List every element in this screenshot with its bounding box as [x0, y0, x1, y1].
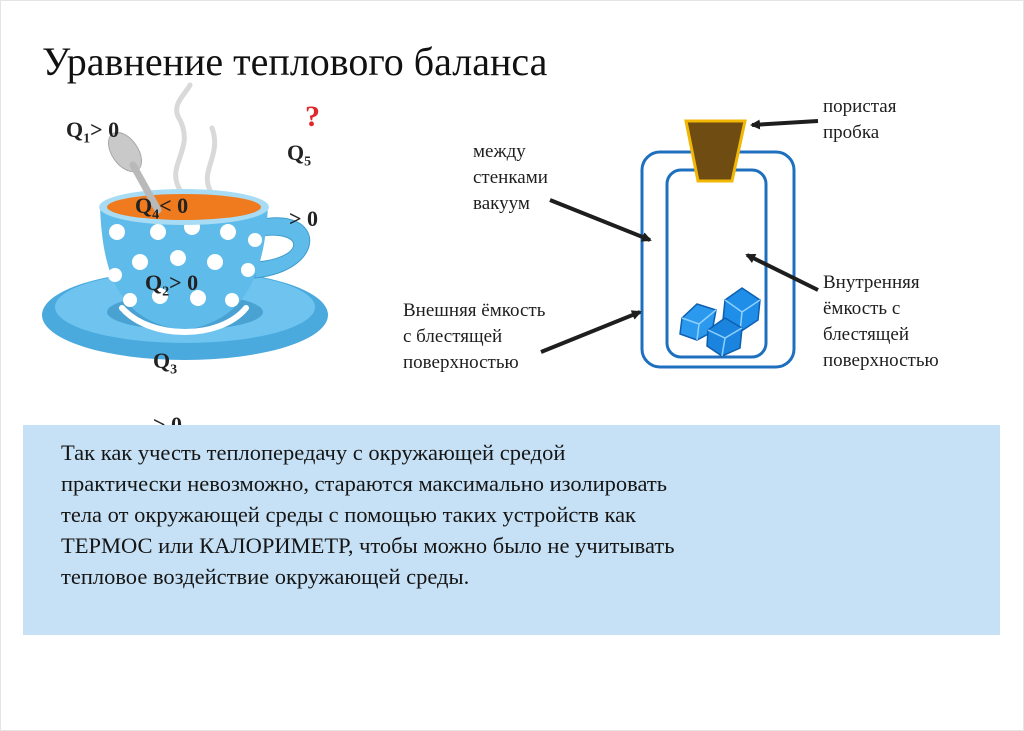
spoon-icon — [107, 131, 162, 214]
porous-plug — [684, 119, 747, 183]
q5-relation: > 0 — [289, 206, 319, 231]
ice-cubes-icon — [679, 287, 761, 357]
q5-label: Q5 — [287, 140, 312, 170]
q4-label: Q4< 0 — [135, 193, 189, 223]
label-porous-plug: пористая пробка — [823, 96, 897, 143]
label-outer-vessel: Внешняя ёмкость с блестящей поверхностью — [403, 300, 546, 373]
slide-title: Уравнение теплового баланса — [42, 39, 548, 84]
q1-label: Q1> 0 — [66, 117, 120, 147]
cup — [99, 189, 269, 335]
annotation-arrows — [540, 119, 819, 354]
steam-icon — [173, 82, 218, 193]
label-vacuum: между стенками вакуум — [473, 141, 548, 214]
explanation-text: Так как учесть теплопередачу с окружающе… — [61, 440, 675, 589]
explanation-box: Так как учесть теплопередачу с окружающе… — [23, 425, 1000, 635]
label-inner-vessel: Внутренняя ёмкость с блестящей поверхнос… — [823, 272, 939, 371]
q3-label: Q3 — [153, 348, 178, 378]
q2-label: Q2> 0 — [145, 270, 199, 300]
cup-handle — [254, 217, 311, 279]
question-mark: ? — [305, 100, 320, 133]
